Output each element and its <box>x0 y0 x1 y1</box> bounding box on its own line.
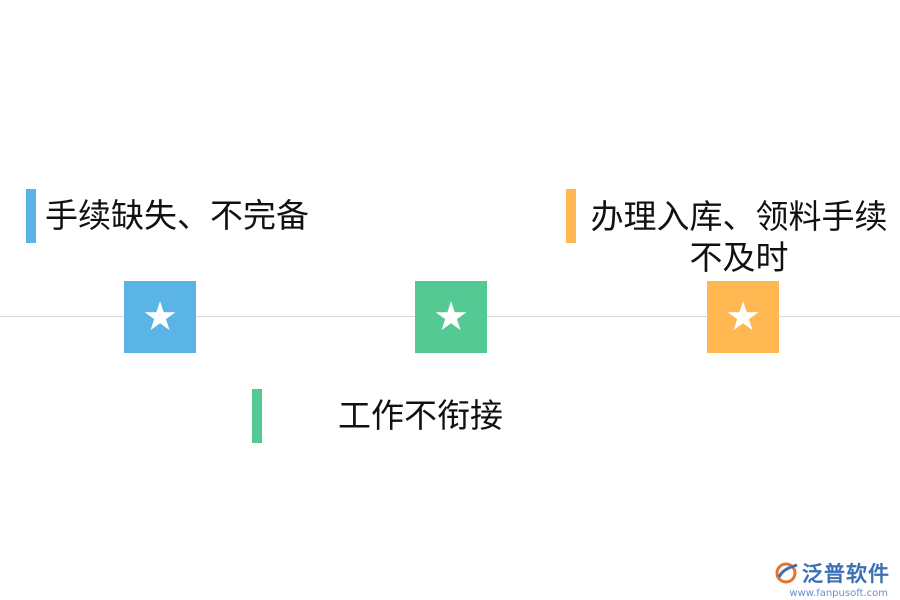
star-icon: ★ <box>433 294 469 340</box>
accent-bar-1 <box>26 189 36 243</box>
marker-2: ★ <box>415 281 487 353</box>
marker-1: ★ <box>124 281 196 353</box>
accent-bar-2 <box>252 389 262 443</box>
brand-logo: 泛普软件 <box>773 558 890 588</box>
item-label-3: 办理入库、领料手续不及时 <box>590 197 888 277</box>
brand-url: www.fanpusoft.com <box>789 588 888 599</box>
accent-bar-3 <box>566 189 576 243</box>
brand-name: 泛普软件 <box>802 562 890 586</box>
fanpu-logo-icon <box>775 562 798 584</box>
item-label-1: 手续缺失、不完备 <box>45 196 309 235</box>
item-label-2: 工作不衔接 <box>338 396 503 435</box>
star-icon: ★ <box>725 294 761 340</box>
marker-3: ★ <box>707 281 779 353</box>
star-icon: ★ <box>142 294 178 340</box>
